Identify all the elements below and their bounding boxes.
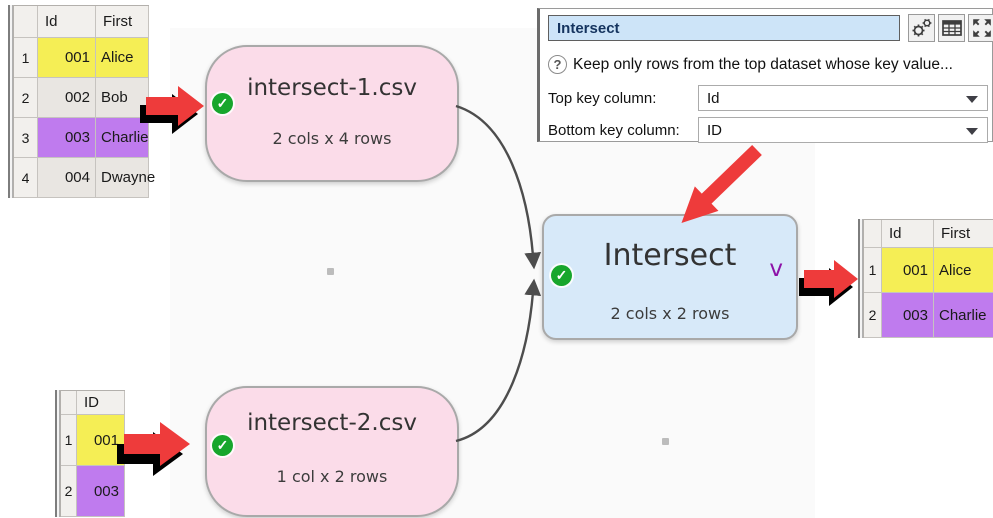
row-number-cell[interactable]: 2 xyxy=(61,466,77,517)
node-title: Intersect xyxy=(603,238,737,273)
dropdown-caret-icon xyxy=(966,128,978,135)
selected-value: Id xyxy=(707,89,720,107)
row-number-cell[interactable]: 2 xyxy=(864,293,882,338)
window-edge xyxy=(8,5,13,198)
table-cell[interactable]: 002 xyxy=(38,78,96,118)
column-header-cell[interactable]: ID xyxy=(77,391,125,415)
table-cell[interactable]: 003 xyxy=(882,293,934,338)
node-size-label: 1 col x 2 rows xyxy=(276,467,388,486)
column-header-cell[interactable]: Id xyxy=(38,6,96,38)
table-cell[interactable]: 003 xyxy=(38,118,96,158)
view-table-button[interactable] xyxy=(938,14,965,42)
success-check-icon: ✓ xyxy=(551,265,572,286)
node-title: intersect-2.csv xyxy=(247,410,417,436)
node-intersect-2-csv[interactable]: intersect-2.csv ✓ 1 col x 2 rows xyxy=(205,386,459,517)
row-number-cell[interactable]: 1 xyxy=(61,415,77,466)
selected-value: ID xyxy=(707,121,722,139)
row-number-cell[interactable]: 2 xyxy=(14,78,38,118)
help-row: ? Keep only rows from the top dataset wh… xyxy=(548,55,953,74)
corner-cell xyxy=(14,6,38,38)
table-cell[interactable]: Bob xyxy=(96,78,149,118)
help-icon[interactable]: ? xyxy=(548,55,567,74)
success-check-icon: ✓ xyxy=(212,93,233,114)
node-size-label: 2 cols x 2 rows xyxy=(610,304,730,323)
window-edge xyxy=(858,219,863,338)
bottom-key-column-select[interactable]: ID xyxy=(698,117,988,143)
top-key-column-label: Top key column: xyxy=(548,90,657,107)
node-intersect-transform[interactable]: Intersect ✓ v 2 cols x 2 rows xyxy=(542,214,798,340)
table-cell[interactable]: 004 xyxy=(38,158,96,198)
row-number-cell[interactable]: 4 xyxy=(14,158,38,198)
canvas-grid-dot xyxy=(662,438,669,445)
chevron-down-icon[interactable]: v xyxy=(769,256,783,282)
table-cell[interactable]: 003 xyxy=(77,466,125,517)
node-title: intersect-1.csv xyxy=(247,75,417,101)
node-name-input[interactable]: Intersect xyxy=(548,15,900,41)
column-header-cell[interactable]: First xyxy=(96,6,149,38)
table-cell[interactable]: Dwayne xyxy=(96,158,155,198)
transform-settings-panel: Intersect xyxy=(537,8,993,143)
bottom-key-column-label: Bottom key column: xyxy=(548,122,680,139)
table-cell[interactable]: Charlie xyxy=(934,293,993,338)
expand-button[interactable] xyxy=(968,14,993,42)
window-edge xyxy=(55,390,60,517)
table-cell[interactable]: Charlie xyxy=(96,118,149,158)
settings-button[interactable] xyxy=(908,14,935,42)
gears-icon xyxy=(912,18,931,37)
table-cell[interactable]: 001 xyxy=(38,38,96,78)
row-number-cell[interactable]: 1 xyxy=(864,248,882,293)
node-intersect-1-csv[interactable]: intersect-1.csv ✓ 2 cols x 4 rows xyxy=(205,45,459,182)
table-icon xyxy=(941,20,962,36)
success-check-icon: ✓ xyxy=(212,435,233,456)
column-header-cell[interactable]: First xyxy=(934,220,993,248)
table-cell[interactable]: Alice xyxy=(934,248,993,293)
canvas-grid-dot xyxy=(327,268,334,275)
row-number-cell[interactable]: 3 xyxy=(14,118,38,158)
corner-cell xyxy=(864,220,882,248)
expand-icon xyxy=(972,19,991,37)
table-cell[interactable]: Alice xyxy=(96,38,149,78)
table-cell[interactable]: 001 xyxy=(77,415,125,466)
table-cell[interactable]: 001 xyxy=(882,248,934,293)
column-header-cell[interactable]: Id xyxy=(882,220,934,248)
top-key-column-select[interactable]: Id xyxy=(698,85,988,111)
corner-cell xyxy=(61,391,77,415)
dropdown-caret-icon xyxy=(966,96,978,103)
row-number-cell[interactable]: 1 xyxy=(14,38,38,78)
transform-description: Keep only rows from the top dataset whos… xyxy=(573,55,953,73)
node-size-label: 2 cols x 4 rows xyxy=(272,129,392,148)
